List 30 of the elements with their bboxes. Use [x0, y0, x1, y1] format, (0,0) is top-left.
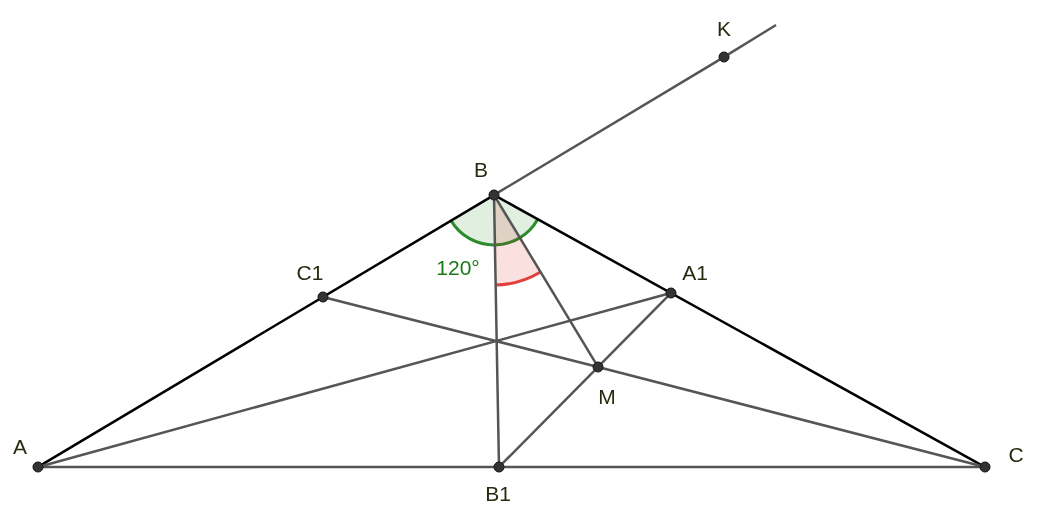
point [592, 361, 604, 373]
line-segment [727, 23, 777, 56]
point [493, 461, 505, 473]
point [317, 291, 329, 303]
point-label: B [474, 158, 488, 181]
line-segment [600, 295, 669, 365]
point-label: C1 [296, 261, 324, 284]
line-segment [497, 58, 721, 194]
line-segment [501, 369, 596, 465]
point [979, 461, 991, 473]
point-label: A1 [682, 261, 708, 284]
line-segment [497, 196, 982, 466]
point-label: C [1008, 443, 1024, 466]
point [32, 461, 44, 473]
line-segment [41, 196, 491, 466]
line-segment [602, 367, 981, 467]
line-segment [327, 297, 594, 367]
line-segment [504, 465, 980, 469]
line-segment [42, 293, 667, 467]
point-label: A [13, 435, 27, 458]
line-segment [492, 199, 501, 463]
point [665, 287, 677, 299]
point [718, 51, 730, 63]
point-label: B1 [485, 482, 511, 505]
point [488, 189, 500, 201]
angle-label: 120° [436, 256, 480, 279]
line-segment [495, 198, 597, 364]
point-label: M [598, 385, 616, 408]
point-label: K [717, 17, 731, 40]
line-segment [43, 465, 494, 469]
